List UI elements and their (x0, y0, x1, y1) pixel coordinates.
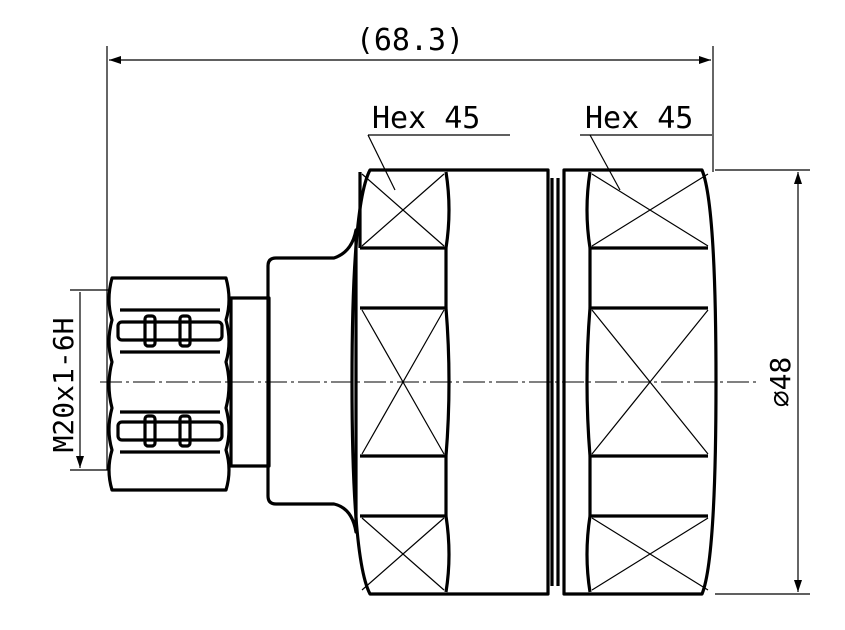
shoulder (266, 228, 358, 534)
diameter-label: ⌀48 (764, 357, 797, 408)
hex-callout-right: Hex 45 (580, 101, 712, 191)
hex-callout-left: Hex 45 (367, 101, 510, 191)
hex-body-left (350, 168, 554, 596)
overall-length-dimension: (68.3) (106, 23, 714, 470)
overall-length-label: (68.3) (356, 23, 464, 58)
thread-dimension: M20x1-6H (47, 289, 110, 471)
diameter-dimension: ⌀48 (715, 169, 810, 595)
threaded-nut (107, 276, 231, 492)
thread-label: M20x1-6H (47, 318, 80, 453)
hex-label-right: Hex 45 (585, 101, 693, 136)
hex-label-left: Hex 45 (372, 101, 480, 136)
